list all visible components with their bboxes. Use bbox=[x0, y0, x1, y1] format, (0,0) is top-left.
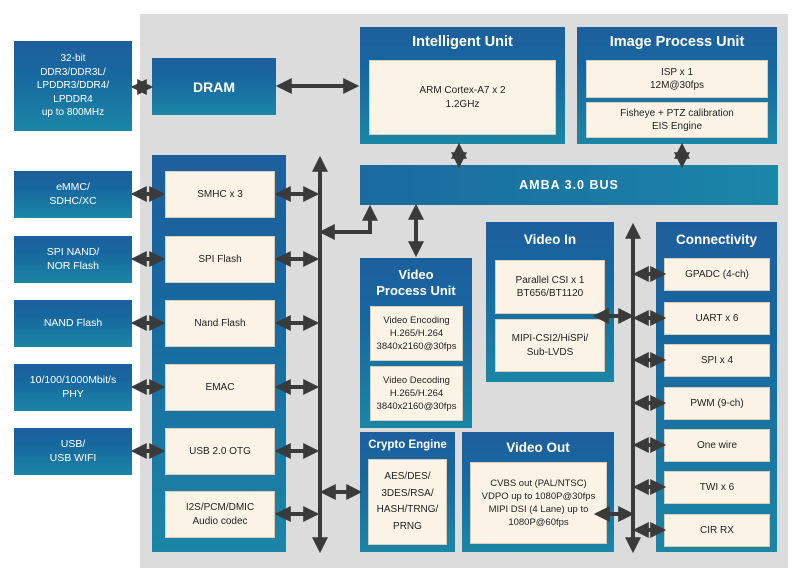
smhc-block: SMHC x 3 bbox=[165, 171, 275, 218]
crypto-algorithms-block: AES/DES/ 3DES/RSA/ HASH/TRNG/ PRNG bbox=[368, 459, 447, 545]
connectivity-title: Connectivity bbox=[675, 232, 757, 247]
emac-block: EMAC bbox=[165, 364, 275, 411]
video-out-unit: Video Out CVBS out (PAL/NTSC) VDPO up to… bbox=[462, 432, 614, 552]
twi-block: TWI x 6 bbox=[664, 471, 770, 504]
image-process-unit-title: Image Process Unit bbox=[609, 34, 745, 50]
amba-bus: AMBA 3.0 BUS bbox=[360, 165, 778, 205]
usb-otg-block: USB 2.0 OTG bbox=[165, 428, 275, 475]
video-in-title: Video In bbox=[523, 232, 577, 247]
mipi-csi-block: MIPI-CSI2/HiSPi/ Sub-LVDS bbox=[495, 319, 605, 372]
gpadc-block: GPADC (4-ch) bbox=[664, 258, 770, 291]
one-wire-block: One wire bbox=[664, 429, 770, 462]
crypto-engine: Crypto Engine AES/DES/ 3DES/RSA/ HASH/TR… bbox=[360, 432, 455, 552]
crypto-engine-title: Crypto Engine bbox=[368, 439, 447, 451]
external-nand-flash: NAND Flash bbox=[14, 300, 132, 347]
uart-block: UART x 6 bbox=[664, 302, 770, 335]
image-process-unit: Image Process Unit ISP x 1 12M@30fps Fis… bbox=[577, 27, 777, 144]
intelligent-unit-title: Intelligent Unit bbox=[412, 34, 513, 50]
video-process-unit-title: Video Process Unit bbox=[376, 267, 456, 298]
video-decoding-block: Video Decoding H.265/H.264 3840x2160@30f… bbox=[370, 366, 463, 421]
video-out-block: CVBS out (PAL/NTSC) VDPO up to 1080P@30f… bbox=[470, 462, 607, 544]
cpu-block: ARM Cortex-A7 x 2 1.2GHz bbox=[369, 60, 556, 135]
amba-bus-title: AMBA 3.0 BUS bbox=[519, 178, 619, 192]
parallel-csi-block: Parallel CSI x 1 BT656/BT1120 bbox=[495, 260, 605, 314]
intelligent-unit: Intelligent Unit ARM Cortex-A7 x 2 1.2GH… bbox=[360, 27, 565, 144]
spi-block: SPI x 4 bbox=[664, 344, 770, 377]
external-usb: USB/ USB WIFI bbox=[14, 428, 132, 475]
dram-block: DRAM bbox=[152, 58, 276, 115]
dram-title: DRAM bbox=[193, 78, 235, 95]
isp-block: ISP x 1 12M@30fps bbox=[586, 60, 768, 98]
peripheral-column bbox=[152, 155, 286, 552]
audio-codec-block: I2S/PCM/DMIC Audio codec bbox=[165, 491, 275, 538]
video-process-unit: Video Process Unit Video Encoding H.265/… bbox=[360, 258, 472, 428]
video-out-title: Video Out bbox=[506, 440, 570, 455]
nand-flash-block: Nand Flash bbox=[165, 300, 275, 347]
spi-flash-block: SPI Flash bbox=[165, 236, 275, 283]
video-encoding-block: Video Encoding H.265/H.264 3840x2160@30f… bbox=[370, 306, 463, 361]
external-ddr-memory: 32-bit DDR3/DDR3L/ LPDDR3/DDR4/ LPDDR4 u… bbox=[14, 41, 132, 131]
external-spi-nand: SPI NAND/ NOR Flash bbox=[14, 236, 132, 283]
external-ethernet-phy: 10/100/1000Mbit/s PHY bbox=[14, 364, 132, 411]
fisheye-eis-block: Fisheye + PTZ calibration EIS Engine bbox=[586, 102, 768, 138]
external-emmc: eMMC/ SDHC/XC bbox=[14, 171, 132, 218]
video-in-unit: Video In Parallel CSI x 1 BT656/BT1120 M… bbox=[486, 222, 614, 382]
cir-rx-block: CIR RX bbox=[664, 514, 770, 547]
arrow-localbus-amba bbox=[318, 204, 378, 240]
pwm-block: PWM (9-ch) bbox=[664, 387, 770, 420]
